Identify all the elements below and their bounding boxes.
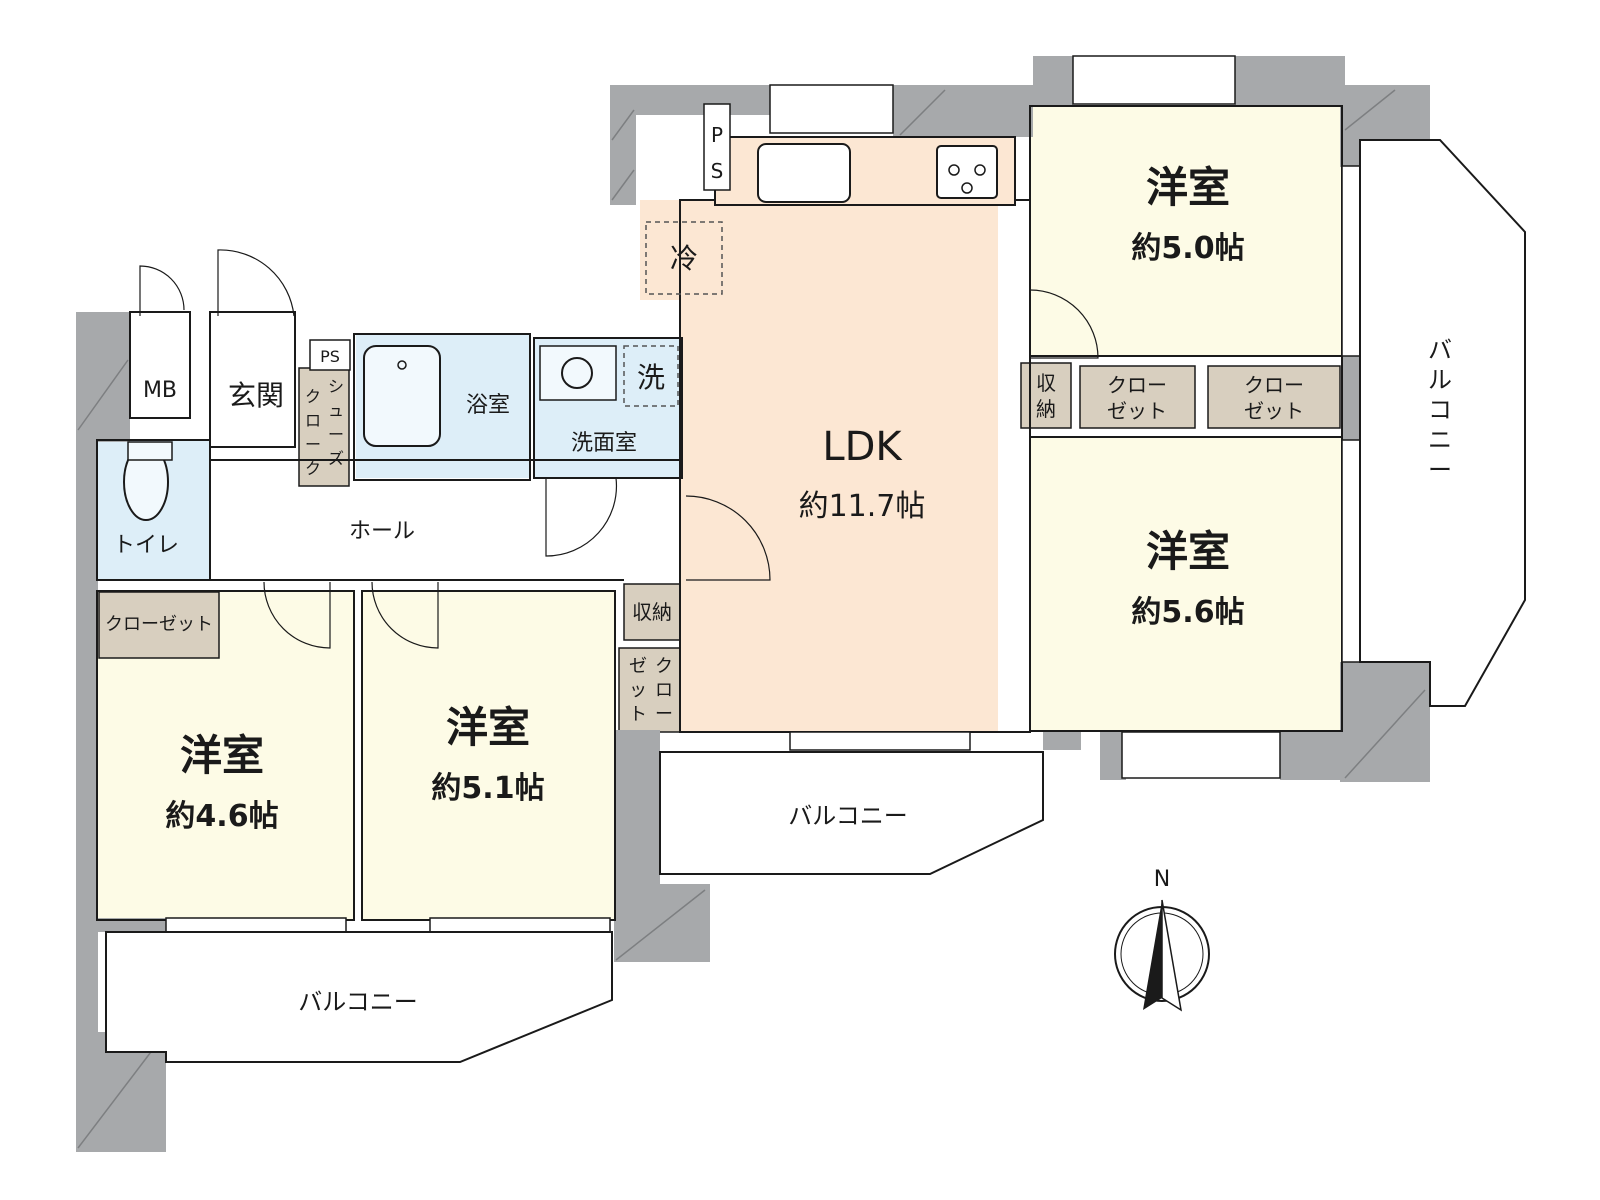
closet-mid-label-1: クロー (1107, 373, 1167, 397)
north-compass (1114, 899, 1210, 1012)
wash-basin (539, 345, 617, 401)
shoe-cloak-label: シ ュ ー ズ ク ロ ー ク (305, 377, 344, 478)
basin-bowl (561, 357, 593, 389)
closet-vert-col2-2: ト (629, 704, 647, 725)
closet-vert-col1-2: ー (655, 704, 673, 725)
fridge-space (645, 221, 723, 295)
stove (936, 145, 998, 199)
closet-right-label-1: クロー (1244, 373, 1304, 397)
hall-label: ホール (349, 519, 415, 544)
balcony-bottom-outline (105, 931, 613, 1063)
ps-kitchen-label-1: P (711, 123, 723, 147)
doors (139, 249, 1099, 649)
shoe-col2-2: ー (305, 435, 321, 454)
western-ne-name: 洋室 (1146, 163, 1230, 212)
wall-hatching (77, 89, 1426, 1149)
balcony-right-char-1: ル (1428, 366, 1452, 394)
closet-right (1207, 365, 1341, 429)
closet-mid (1079, 365, 1196, 429)
washroom-label: 洗面室 (571, 431, 637, 456)
ps-kitchen-box (703, 103, 731, 191)
ps-kitchen-label-2: S (711, 159, 724, 183)
burner-1 (948, 164, 960, 176)
ps-small-label: PS (320, 347, 340, 366)
balcony-middle-outline (659, 751, 1044, 875)
kitchen-sink (757, 143, 851, 203)
storage-hall-label: 収納 (632, 600, 672, 624)
balcony-right-char-2: コ (1428, 396, 1452, 424)
balcony-right-label: バ ル コ ニ ー (1428, 336, 1452, 484)
shoe-col1-1: ュ (328, 401, 344, 420)
closet-vert-col2-0: ゼ (629, 656, 647, 677)
western-e-area: 約5.6帖 (1131, 595, 1244, 630)
closet-vertical (618, 647, 681, 733)
fridge-label: 冷 (670, 242, 698, 275)
closet-right-label-2: ゼット (1244, 399, 1304, 423)
bath-drain (397, 360, 407, 370)
closet-vert-col1-1: ロ (655, 680, 673, 701)
closet-vertical-label: ク ロ ー ゼ ッ ト (629, 656, 673, 725)
toilet-tank (127, 441, 173, 461)
shoe-col2-1: ロ (305, 411, 321, 430)
burner-2 (974, 164, 986, 176)
toilet-label: トイレ (113, 533, 179, 558)
shoe-col1-0: シ (328, 377, 344, 396)
western-sw-area: 約4.6帖 (165, 799, 278, 834)
western-e-name: 洋室 (1146, 527, 1230, 576)
shoe-col1-2: ー (328, 425, 344, 444)
western-s-area: 約5.1帖 (431, 771, 544, 806)
storage-ldk-label-2: 納 (1036, 397, 1056, 421)
western-ne-area: 約5.0帖 (1131, 231, 1244, 266)
ldk-name: LDK (822, 424, 903, 470)
western-s-floor (362, 591, 615, 920)
washer-space (623, 345, 679, 407)
mb-label: MB (143, 378, 177, 403)
burner-3 (961, 182, 973, 194)
balcony-right-outline (1359, 139, 1526, 707)
balcony-right-char-0: バ (1428, 336, 1452, 364)
closet-mid-label-2: ゼット (1107, 399, 1167, 423)
bathtub (363, 345, 441, 447)
closet-sw (98, 591, 220, 659)
western-sw-name: 洋室 (180, 731, 264, 780)
ldk-area: 約11.7帖 (799, 489, 926, 524)
closet-vert-col1-0: ク (655, 656, 673, 677)
shoe-col1-3: ズ (328, 449, 344, 468)
balcony-middle-label: バルコニー (788, 802, 908, 830)
north-label: N (1154, 867, 1170, 892)
shoe-col2-3: ク (305, 459, 321, 478)
ps-small-box (309, 339, 351, 371)
windows (165, 55, 1361, 933)
balcony-right-char-3: ニ (1428, 426, 1452, 454)
ldk-floor (680, 200, 998, 732)
washer-label: 洗 (637, 361, 665, 394)
entrance-label: 玄関 (228, 379, 284, 412)
balcony-right-char-4: ー (1428, 456, 1452, 484)
shoe-col2-0: ク (305, 387, 321, 406)
closet-vert-col2-1: ッ (629, 680, 647, 701)
bath-label: 浴室 (466, 393, 510, 418)
storage-ldk-label-1: 収 (1036, 371, 1056, 395)
western-s-name: 洋室 (446, 703, 530, 752)
western-e-floor (1030, 437, 1342, 731)
balcony-bottom-label: バルコニー (298, 988, 418, 1016)
closet-sw-label: クローゼット (105, 614, 213, 635)
